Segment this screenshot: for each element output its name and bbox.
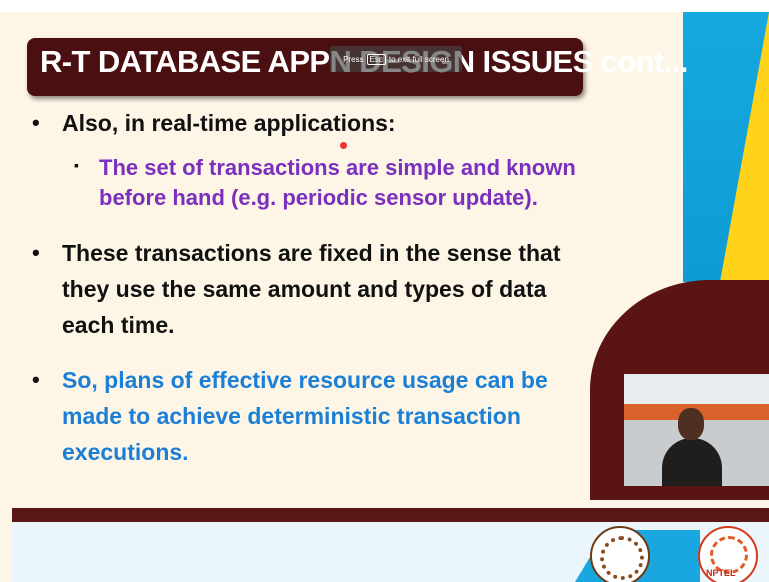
bullet-dot-icon: • [32, 367, 40, 392]
bullet-1: Also, in real-time applications: [62, 110, 396, 136]
footer-bar [12, 508, 769, 522]
top-margin [0, 0, 769, 12]
bullet-dot-icon: • [32, 240, 40, 265]
sub-bullet-line-2: before hand (e.g. periodic sensor update… [99, 185, 538, 210]
gear-emblem-icon [600, 536, 644, 580]
iit-logo-icon [590, 526, 650, 582]
square-bullet-icon: ▪ [74, 157, 79, 173]
bullet-3-line-2: made to achieve deterministic transactio… [62, 403, 521, 429]
nptel-logo-icon [698, 526, 758, 582]
bullet-2-line-3: each time. [62, 312, 175, 338]
speaker-body [662, 438, 722, 486]
esc-key-icon: Esc [366, 53, 386, 65]
hint-rest: to exit full screen [388, 54, 449, 64]
bullet-2-line-1: These transactions are fixed in the sens… [62, 240, 561, 266]
bullet-3-line-1: So, plans of effective resource usage ca… [62, 367, 548, 393]
pointer-dot-icon [340, 142, 347, 149]
bullet-dot-icon: • [32, 110, 40, 135]
video-wall [624, 374, 769, 404]
speaker-head [678, 408, 704, 440]
title-banner [27, 38, 583, 96]
bullet-2-line-2: they use the same amount and types of da… [62, 276, 547, 302]
hint-press: Press [343, 54, 364, 64]
nptel-label: NPTEL [706, 568, 736, 578]
speaker-video[interactable] [624, 374, 769, 486]
sub-bullet-line-1: The set of transactions are simple and k… [99, 155, 576, 180]
fullscreen-exit-hint: Press Esc to exit full screen [330, 46, 462, 72]
nptel-ring-icon [710, 536, 748, 574]
bullet-3-line-3: executions. [62, 439, 189, 465]
